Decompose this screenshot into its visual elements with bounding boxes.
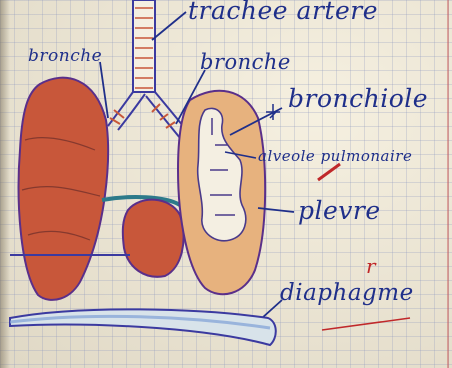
label-alveole: alveole pulmonaire: [258, 147, 412, 165]
bronchi: [108, 92, 188, 138]
label-trachea: trachee artere: [188, 0, 378, 25]
label-diaphragme: diaphagme: [280, 280, 414, 306]
trachea: [133, 0, 155, 92]
label-bronche-right: bronche: [200, 50, 291, 74]
diaphragm: [10, 309, 276, 345]
right-lung: [178, 91, 265, 294]
label-bronchiole: bronchiole: [288, 84, 428, 113]
label-bronche-left: bronche: [28, 46, 102, 66]
left-lung: [19, 78, 108, 300]
correction-mark: r: [366, 254, 376, 278]
label-plevre: plevre: [298, 196, 381, 225]
